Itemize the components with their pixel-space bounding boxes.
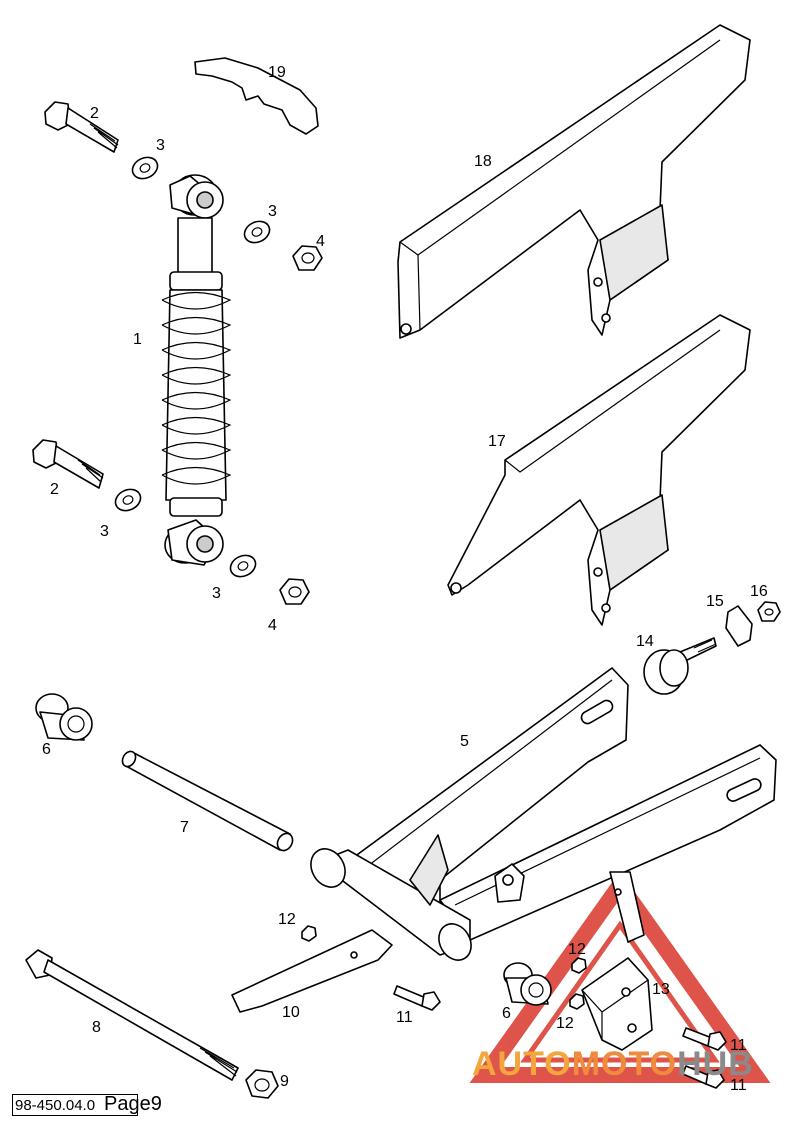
part-4-nut-lower <box>279 578 310 605</box>
part-8-axle-bolt <box>25 949 239 1081</box>
part-12-nut-c <box>569 993 585 1010</box>
callout-14: 14 <box>636 633 654 650</box>
callout-10: 10 <box>282 1004 300 1021</box>
callout-8: 8 <box>92 1019 101 1036</box>
callout-3-c: 3 <box>100 523 109 540</box>
callout-9: 9 <box>280 1073 289 1090</box>
part-10-slider <box>231 929 393 1013</box>
callout-17: 17 <box>488 433 506 450</box>
callout-4-lower: 4 <box>268 617 277 634</box>
part-3-washer-c <box>114 488 142 512</box>
watermark-moto: MOTO <box>571 1045 678 1083</box>
watermark-logo: AUTOMOTOHUB <box>472 1044 754 1084</box>
callout-6-upper: 6 <box>42 741 51 758</box>
callout-11-c: 11 <box>730 1077 747 1094</box>
callout-4-upper: 4 <box>316 233 325 250</box>
part-3-washer-b <box>243 220 271 244</box>
callout-15: 15 <box>706 593 724 610</box>
callout-3-b: 3 <box>268 203 277 220</box>
watermark-triangle <box>469 871 771 1083</box>
document-code: 98-450.04.0 <box>12 1094 138 1116</box>
part-6-bushing-upper <box>35 693 93 741</box>
part-4-nut-upper <box>292 245 323 271</box>
part-1-shock-absorber <box>161 174 232 566</box>
watermark-auto: AUTO <box>472 1045 572 1083</box>
callout-2-upper: 2 <box>90 105 99 122</box>
callout-12-b: 12 <box>568 941 586 958</box>
callout-11-a: 11 <box>396 1009 413 1026</box>
part-3-washer-d <box>229 554 257 578</box>
callout-1: 1 <box>133 331 142 348</box>
callout-19: 19 <box>268 64 286 81</box>
part-11-screw-c <box>682 1065 725 1089</box>
part-15-bracket <box>725 605 753 647</box>
part-16-nut <box>757 601 781 622</box>
callout-2-lower: 2 <box>50 481 59 498</box>
part-14-buffer <box>643 637 717 695</box>
callout-11-b: 11 <box>730 1037 747 1054</box>
part-17-chain-guard <box>447 314 751 626</box>
part-12-nut-a <box>301 925 317 942</box>
callout-3-d: 3 <box>212 585 221 602</box>
part-2-bolt-lower <box>32 439 104 489</box>
callout-16: 16 <box>750 583 768 600</box>
watermark-hub: HUB <box>677 1045 754 1083</box>
part-6-bushing-lower <box>503 962 552 1006</box>
part-7-tube <box>121 750 294 852</box>
part-18-chain-guard <box>397 24 751 339</box>
part-12-nut-b <box>571 957 587 974</box>
page-label: Page9 <box>104 1093 162 1115</box>
part-11-screw-a <box>393 985 441 1011</box>
callout-5: 5 <box>460 733 469 750</box>
part-13-bracket <box>581 871 653 1051</box>
part-11-screw-b <box>682 1027 727 1051</box>
callout-12-a: 12 <box>278 911 296 928</box>
callout-18: 18 <box>474 153 492 170</box>
part-19-clip-plate <box>194 57 319 135</box>
part-2-bolt-upper <box>44 101 119 153</box>
callout-7: 7 <box>180 819 189 836</box>
callout-3-a: 3 <box>156 137 165 154</box>
part-9-nut <box>245 1069 279 1099</box>
part-3-washer-a <box>131 156 159 180</box>
callout-6-lower: 6 <box>502 1005 511 1022</box>
callout-13: 13 <box>652 981 670 998</box>
callout-12-c: 12 <box>556 1015 574 1032</box>
part-5-swing-arm <box>310 667 777 961</box>
